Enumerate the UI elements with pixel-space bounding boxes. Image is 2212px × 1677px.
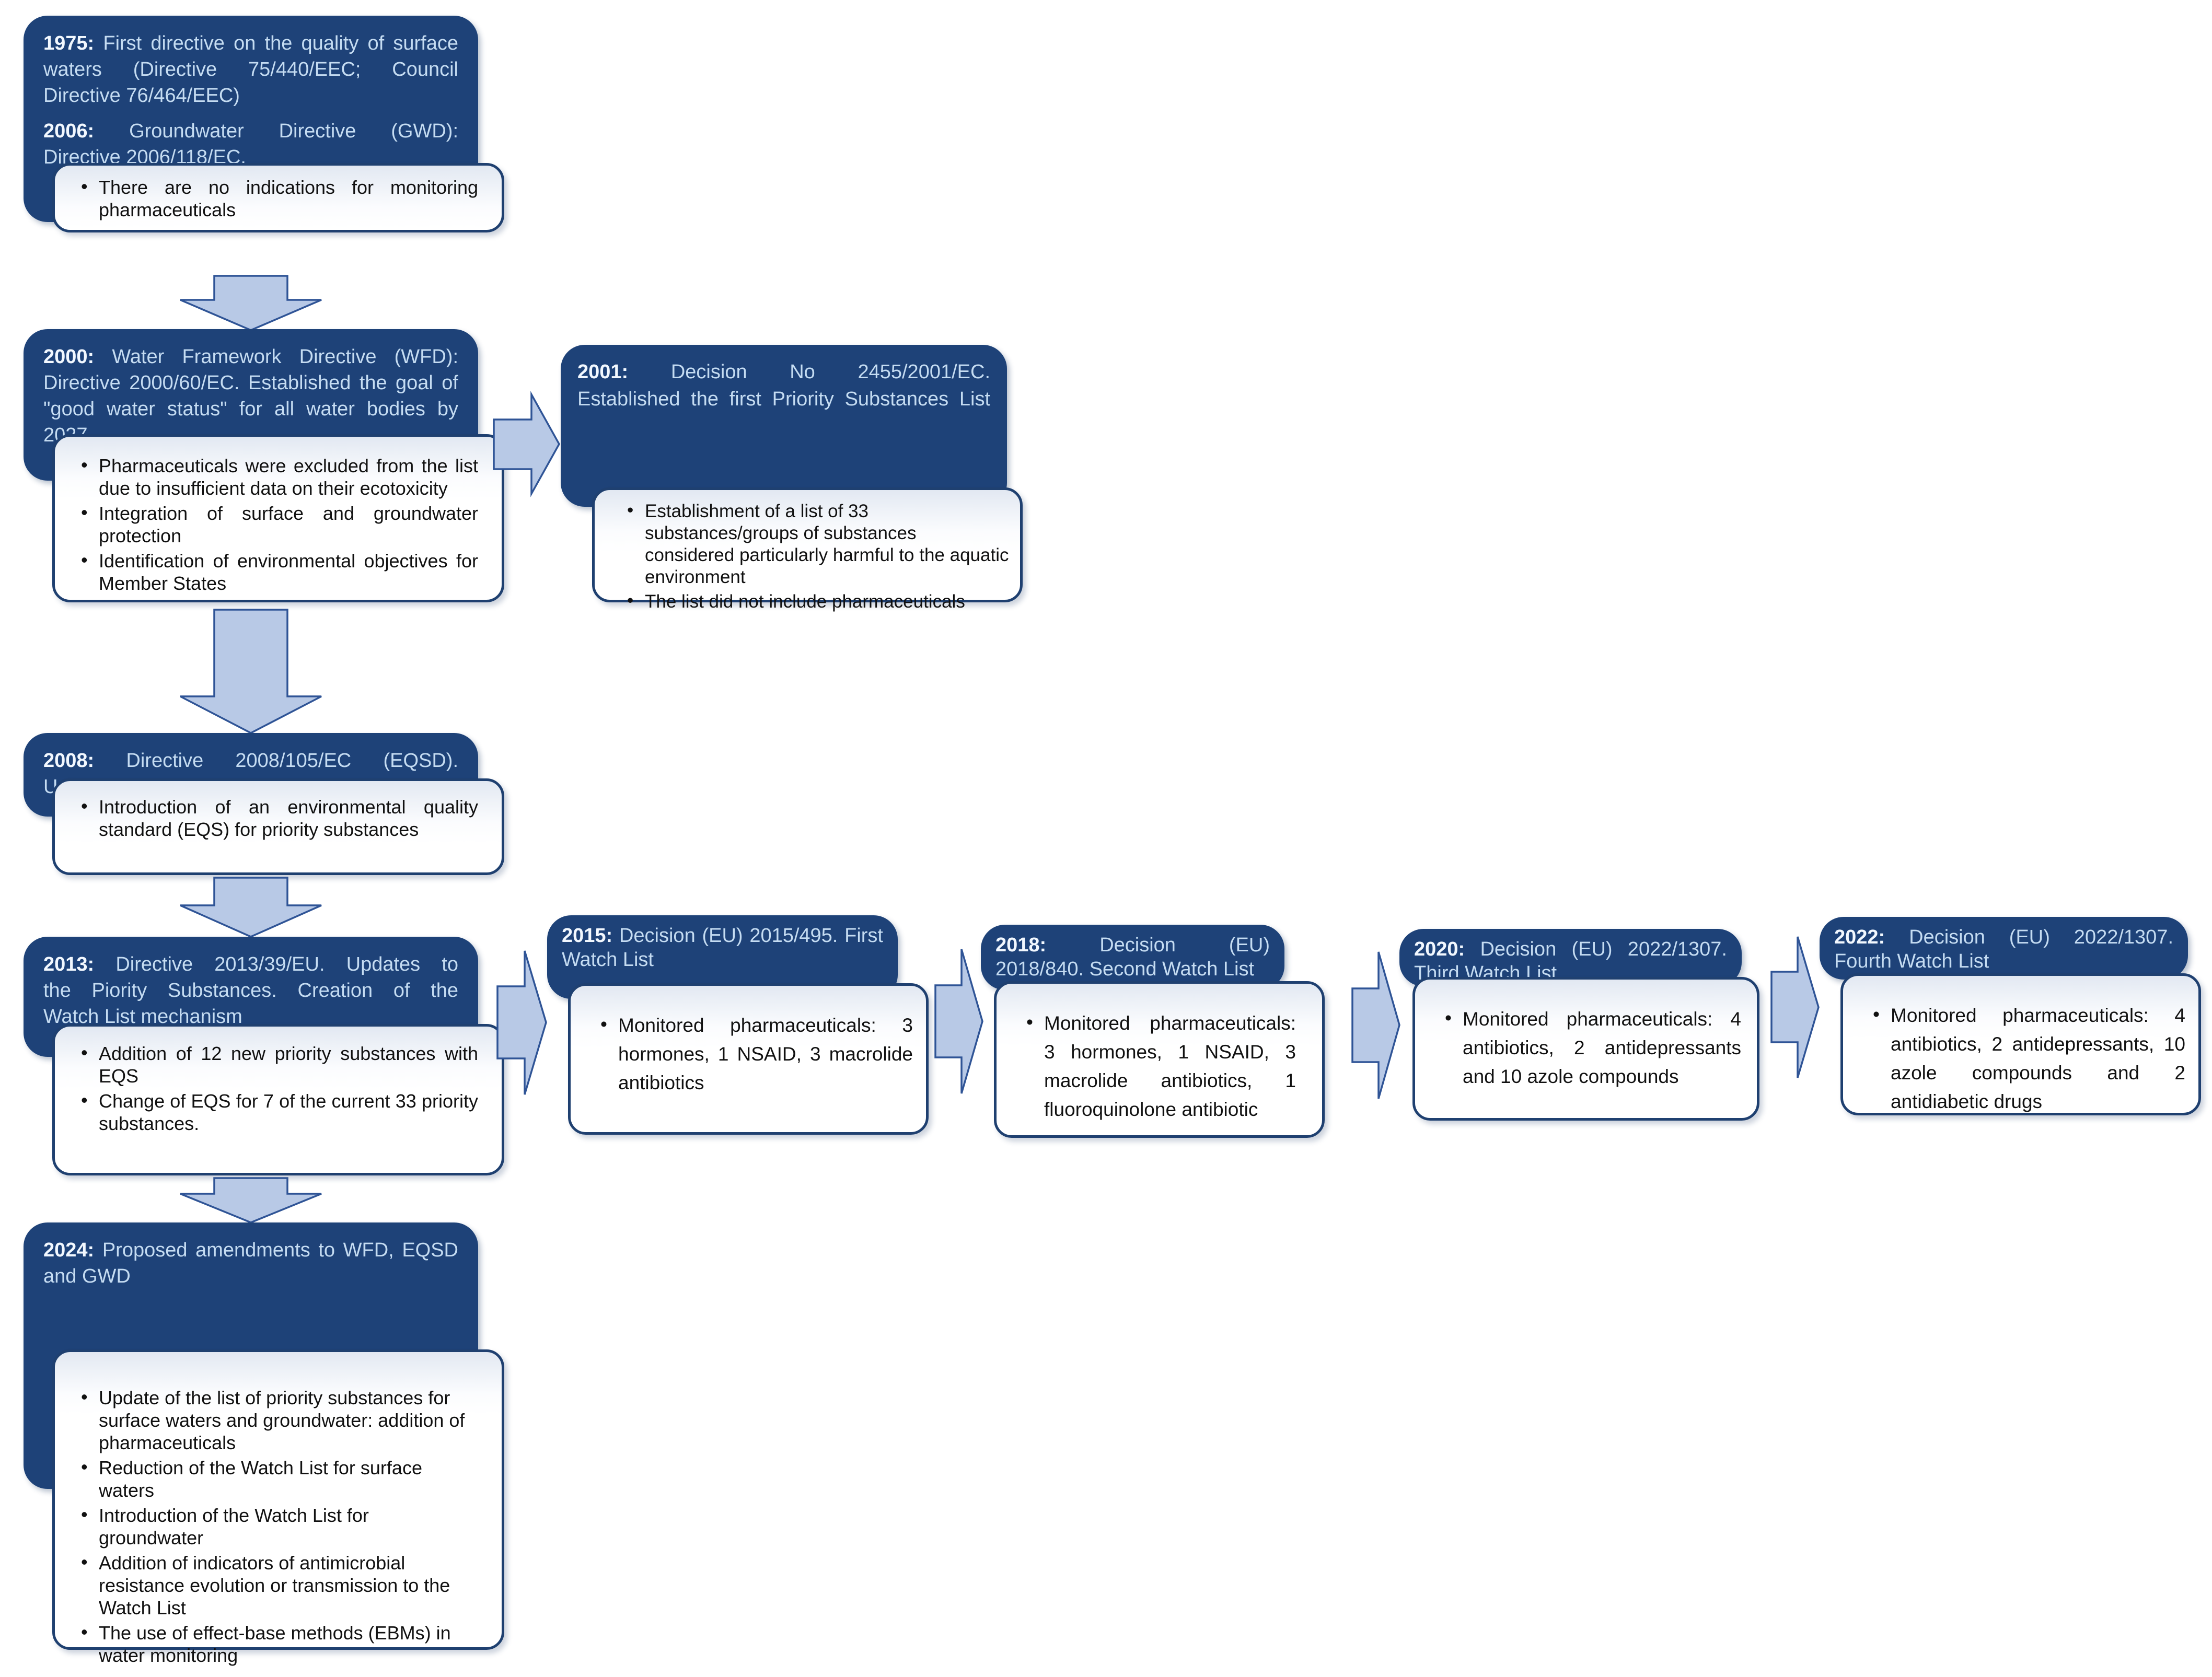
bullet-list: Monitored pharmaceuticals: 4 antibiotics…	[1872, 1000, 2185, 1116]
flow-arrow-right-2018-2020	[1351, 951, 1400, 1099]
bullet-item: Addition of 12 new priority substances w…	[80, 1041, 478, 1087]
bullet-list: Monitored pharmaceuticals: 4 antibiotics…	[1444, 1004, 1741, 1091]
flow-arrow-down-1975-2000	[180, 275, 322, 331]
node-header-line: Directive 76/464/EEC)	[43, 85, 240, 107]
node-header-line: 2006: Groundwater Directive (GWD):	[43, 120, 459, 142]
bullet-item: Monitored pharmaceuticals: 4 antibiotics…	[1872, 1000, 2185, 1116]
bullet-item: Pharmaceuticals were excluded from the l…	[80, 453, 478, 499]
node-2001-content-box: Establishment of a list of 33 substances…	[592, 487, 1023, 612]
bullet-list: There are no indications for monitoring …	[80, 175, 478, 221]
node-year: 2006:	[43, 120, 95, 142]
bullet-item: Integration of surface and groundwater p…	[80, 501, 478, 547]
bullet-item: Monitored pharmaceuticals: 3 hormones, 1…	[1025, 1008, 1296, 1124]
node-header-line: 2018/840. Second Watch List	[995, 958, 1255, 980]
bullet-list: Monitored pharmaceuticals: 3 hormones, 1…	[1025, 1008, 1296, 1124]
flow-arrow-right-2013-2015	[496, 950, 547, 1095]
node-year: 2018:	[995, 934, 1047, 956]
node-1975-content-box: There are no indications for monitoring …	[52, 163, 504, 232]
node-2018-header-box: 2018: Decision (EU) 2018/840. Second Wat…	[981, 925, 1284, 990]
bullet-list: Establishment of a list of 33 substances…	[626, 499, 1011, 613]
bullet-item: Reduction of the Watch List for surface …	[80, 1455, 478, 1501]
node-header-line: Directive 2000/60/EC. Established the go…	[43, 372, 458, 394]
node-header-line: 2001: Decision No 2455/2001/EC.	[577, 361, 990, 383]
node-header-line: Established the first Priority Substance…	[577, 388, 990, 410]
bullet-item: Monitored pharmaceuticals: 3 hormones, 1…	[599, 1010, 913, 1097]
node-year: 2008:	[43, 750, 95, 772]
node-header-line: and GWD	[43, 1265, 131, 1287]
bullet-list: Update of the list of priority substance…	[80, 1385, 478, 1667]
flow-arrow-down-2000-2008	[180, 609, 322, 734]
node-year: 2022:	[1834, 926, 1885, 948]
node-header-line: the Piority Substances. Creation of the	[43, 980, 458, 1001]
node-2022-content-box: Monitored pharmaceuticals: 4 antibiotics…	[1840, 973, 2201, 1115]
node-2015-content-box: Monitored pharmaceuticals: 3 hormones, 1…	[568, 983, 929, 1135]
bullet-item: Introduction of an environmental quality…	[80, 795, 478, 841]
node-header-line: Fourth Watch List	[1834, 950, 1989, 972]
node-2022-header-box: 2022: Decision (EU) 2022/1307. Fourth Wa…	[1820, 917, 2188, 980]
node-header-line: 2018: Decision (EU)	[995, 934, 1270, 956]
node-2018-content-box: Monitored pharmaceuticals: 3 hormones, 1…	[994, 981, 1325, 1138]
node-header-line: 2024: Proposed amendments to WFD, EQSD	[43, 1239, 459, 1261]
flow-arrow-right-2020-2022	[1770, 936, 1820, 1078]
node-header-line: 2015: Decision (EU) 2015/495. First	[562, 925, 883, 947]
flow-arrow-right-2015-2018	[934, 949, 983, 1094]
node-header-line: 1975: First directive on the quality of …	[43, 32, 458, 54]
node-year: 2000:	[43, 346, 95, 368]
node-2001-header-box: 2001: Decision No 2455/2001/EC. Establis…	[561, 345, 1007, 507]
flow-arrow-down-2013-2024	[180, 1177, 322, 1224]
flow-arrow-down-2008-2013	[180, 877, 322, 938]
node-year: 2013:	[43, 953, 95, 975]
bullet-item: Update of the list of priority substance…	[80, 1385, 478, 1454]
node-2020-header-box: 2020: Decision (EU) 2022/1307. Third Wat…	[1399, 929, 1742, 986]
node-year: 2020:	[1414, 938, 1465, 960]
node-header-line: "good water status" for all water bodies…	[43, 398, 458, 420]
bullet-item: The use of effect-base methods (EBMs) in…	[80, 1621, 478, 1667]
bullet-item: Change of EQS for 7 of the current 33 pr…	[80, 1089, 478, 1135]
node-year: 2001:	[577, 361, 629, 383]
bullet-item: Identification of environmental objectiv…	[80, 549, 478, 595]
bullet-item: The list did not include pharmaceuticals	[626, 590, 1011, 613]
bullet-item: Monitored pharmaceuticals: 4 antibiotics…	[1444, 1004, 1741, 1091]
node-2020-content-box: Monitored pharmaceuticals: 4 antibiotics…	[1412, 977, 1759, 1121]
bullet-item: Introduction of the Watch List for groun…	[80, 1503, 478, 1549]
node-year: 2015:	[562, 925, 613, 947]
bullet-list: Introduction of an environmental quality…	[80, 795, 478, 841]
node-header-line: 2022: Decision (EU) 2022/1307.	[1834, 926, 2173, 948]
node-2008-content-box: Introduction of an environmental quality…	[52, 778, 504, 875]
node-year: 2024:	[43, 1239, 95, 1261]
node-header-line: 2013: Directive 2013/39/EU. Updates to	[43, 953, 458, 975]
bullet-item: Addition of indicators of antimicrobial …	[80, 1551, 478, 1619]
node-2000-content-box: Pharmaceuticals were excluded from the l…	[52, 434, 504, 602]
node-header-line: 2000: Water Framework Directive (WFD):	[43, 346, 458, 368]
bullet-item: Establishment of a list of 33 substances…	[626, 499, 1011, 588]
bullet-list: Pharmaceuticals were excluded from the l…	[80, 453, 478, 595]
node-header-line: waters (Directive 75/440/EEC; Council	[43, 59, 458, 80]
node-year: 1975:	[43, 32, 95, 54]
flow-arrow-right-2000-2001	[493, 391, 561, 497]
node-header-line: 2020: Decision (EU) 2022/1307.	[1414, 938, 1727, 960]
node-2024-content-box: Update of the list of priority substance…	[52, 1349, 504, 1666]
node-header-line: Watch List	[562, 949, 654, 971]
bullet-item: There are no indications for monitoring …	[80, 175, 478, 221]
node-header-line: 2008: Directive 2008/105/EC (EQSD).	[43, 750, 458, 772]
bullet-list: Addition of 12 new priority substances w…	[80, 1041, 478, 1135]
bullet-list: Monitored pharmaceuticals: 3 hormones, 1…	[599, 1010, 913, 1097]
node-2013-content-box: Addition of 12 new priority substances w…	[52, 1024, 504, 1175]
